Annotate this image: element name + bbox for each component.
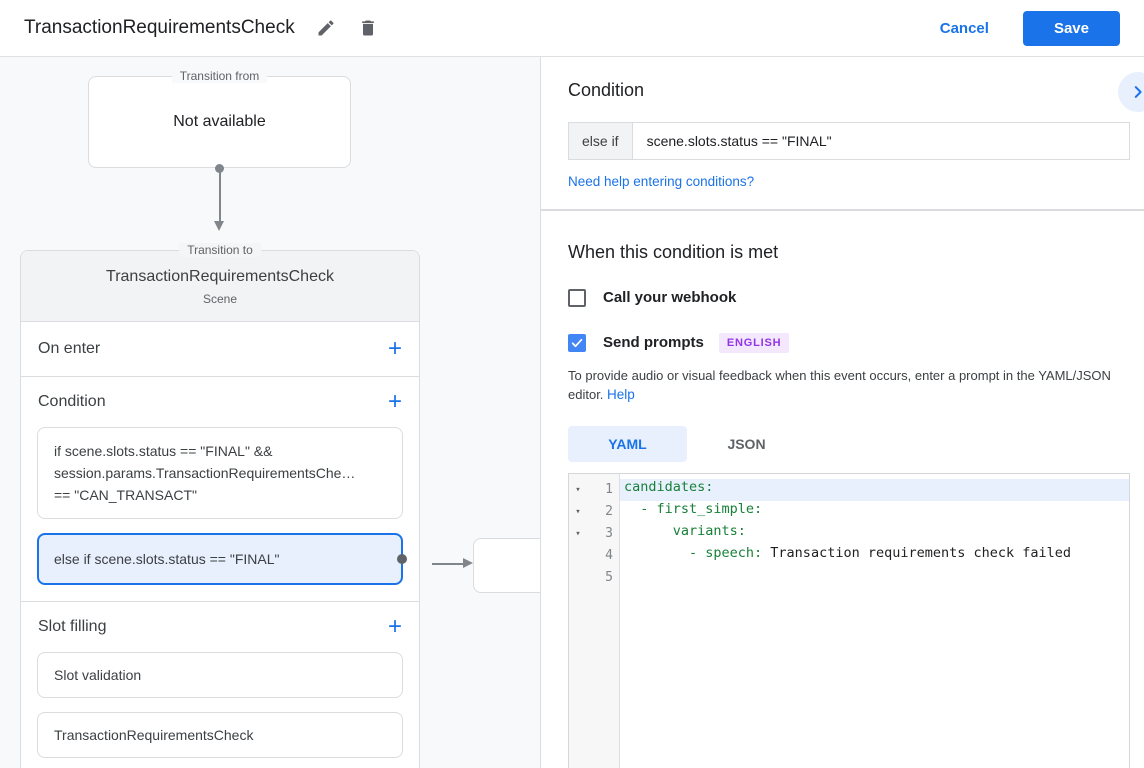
line-number: 1 — [605, 482, 613, 497]
line-number: 2 — [605, 504, 613, 519]
condition-prefix-label: else if — [568, 122, 633, 160]
scene-diagram-canvas: Transition from Not available Transition… — [0, 57, 540, 768]
slot-filling-section: Slot filling + Slot validation Transacti… — [21, 602, 419, 768]
connector-line-down — [218, 169, 221, 221]
edit-scene-button[interactable] — [307, 9, 345, 47]
cancel-button[interactable]: Cancel — [924, 12, 1005, 45]
line-number: 4 — [605, 548, 613, 563]
code-line[interactable]: candidates: — [620, 478, 1129, 501]
condition-detail-panel: Condition else if Need help entering con… — [540, 57, 1144, 768]
save-button[interactable]: Save — [1022, 10, 1120, 46]
editor-format-tabs: YAML JSON — [568, 425, 1130, 462]
add-condition-button[interactable]: + — [387, 388, 402, 415]
transition-to-legend: Transition to — [179, 243, 261, 257]
top-bar: TransactionRequirementsCheck Cancel Save — [0, 0, 1144, 57]
delete-scene-button[interactable] — [349, 9, 387, 47]
code-line[interactable]: - first_simple: — [624, 500, 763, 517]
webhook-label: Call your webhook — [603, 289, 737, 306]
on-enter-label: On enter — [38, 340, 101, 357]
connector-start-dot — [215, 164, 224, 173]
condition-item-if[interactable]: if scene.slots.status == "FINAL" && sess… — [37, 427, 403, 519]
condition-item-elseif-selected[interactable]: else if scene.slots.status == "FINAL" — [37, 533, 407, 585]
tab-json[interactable]: JSON — [727, 435, 766, 452]
trash-icon — [358, 18, 378, 38]
send-prompts-label: Send prompts — [603, 334, 704, 351]
fold-arrow-icon[interactable]: ▾ — [575, 506, 581, 517]
yaml-code-editor[interactable]: ▾ 1 ▾ 2 ▾ 3 4 5 candidates: - first_simple: var… — [568, 472, 1130, 768]
panel-title: Condition — [568, 80, 645, 100]
slot-item-transaction-check[interactable]: TransactionRequirementsCheck — [37, 712, 403, 758]
transition-from-legend: Transition from — [171, 69, 268, 83]
tab-yaml[interactable]: YAML — [568, 425, 687, 462]
chevron-right-icon — [1129, 83, 1144, 101]
language-badge: ENGLISH — [718, 332, 790, 353]
send-prompts-checkbox[interactable] — [568, 333, 586, 352]
prompts-description: To provide audio or visual feedback when… — [568, 367, 1111, 402]
checkmark-icon — [570, 336, 584, 350]
line-number: 3 — [605, 526, 613, 541]
scene-name: TransactionRequirementsCheck — [106, 268, 334, 285]
when-met-heading: When this condition is met — [568, 241, 779, 262]
add-slot-button[interactable]: + — [387, 613, 402, 640]
pencil-icon — [316, 18, 336, 38]
scene-type-label: Scene — [202, 292, 238, 306]
condition-section: Condition + if scene.slots.status == "FI… — [21, 377, 419, 602]
line-number: 5 — [605, 570, 613, 585]
scene-card-header: TransactionRequirementsCheck Scene — [21, 251, 419, 322]
slot-item-validation[interactable]: Slot validation — [37, 652, 403, 698]
code-line[interactable]: - speech: Transaction requirements check… — [624, 544, 1072, 561]
page-title: TransactionRequirementsCheck — [24, 17, 295, 38]
transition-from-value: Not available — [173, 113, 266, 130]
conditions-help-link[interactable]: Need help entering conditions? — [568, 174, 755, 189]
transition-out-dot — [397, 554, 407, 564]
webhook-checkbox[interactable] — [568, 288, 586, 307]
fold-arrow-icon[interactable]: ▾ — [575, 484, 581, 495]
transition-from-node: Transition from Not available — [88, 69, 351, 168]
editor-gutter[interactable]: ▾ 1 ▾ 2 ▾ 3 4 5 — [569, 473, 620, 768]
condition-expression-input[interactable] — [632, 122, 1130, 160]
panel-divider — [541, 209, 1144, 211]
add-on-enter-button[interactable]: + — [387, 335, 402, 362]
collapse-panel-button[interactable] — [1118, 72, 1144, 112]
slot-filling-label: Slot filling — [38, 618, 107, 635]
code-line[interactable]: variants: — [624, 522, 746, 539]
fold-arrow-icon[interactable]: ▾ — [575, 528, 581, 539]
connector-line-right — [432, 563, 466, 565]
arrow-down-icon — [214, 221, 224, 231]
on-enter-row: On enter + — [21, 322, 419, 377]
arrow-right-icon — [463, 558, 473, 568]
transition-target-node[interactable] — [473, 538, 540, 593]
code-line[interactable] — [620, 567, 1129, 589]
transition-to-card: Transition to TransactionRequirementsChe… — [20, 243, 420, 768]
editor-code[interactable]: candidates: - first_simple: variants: - … — [620, 474, 1129, 768]
condition-section-label: Condition — [38, 393, 106, 410]
prompts-help-link[interactable]: Help — [607, 386, 635, 402]
